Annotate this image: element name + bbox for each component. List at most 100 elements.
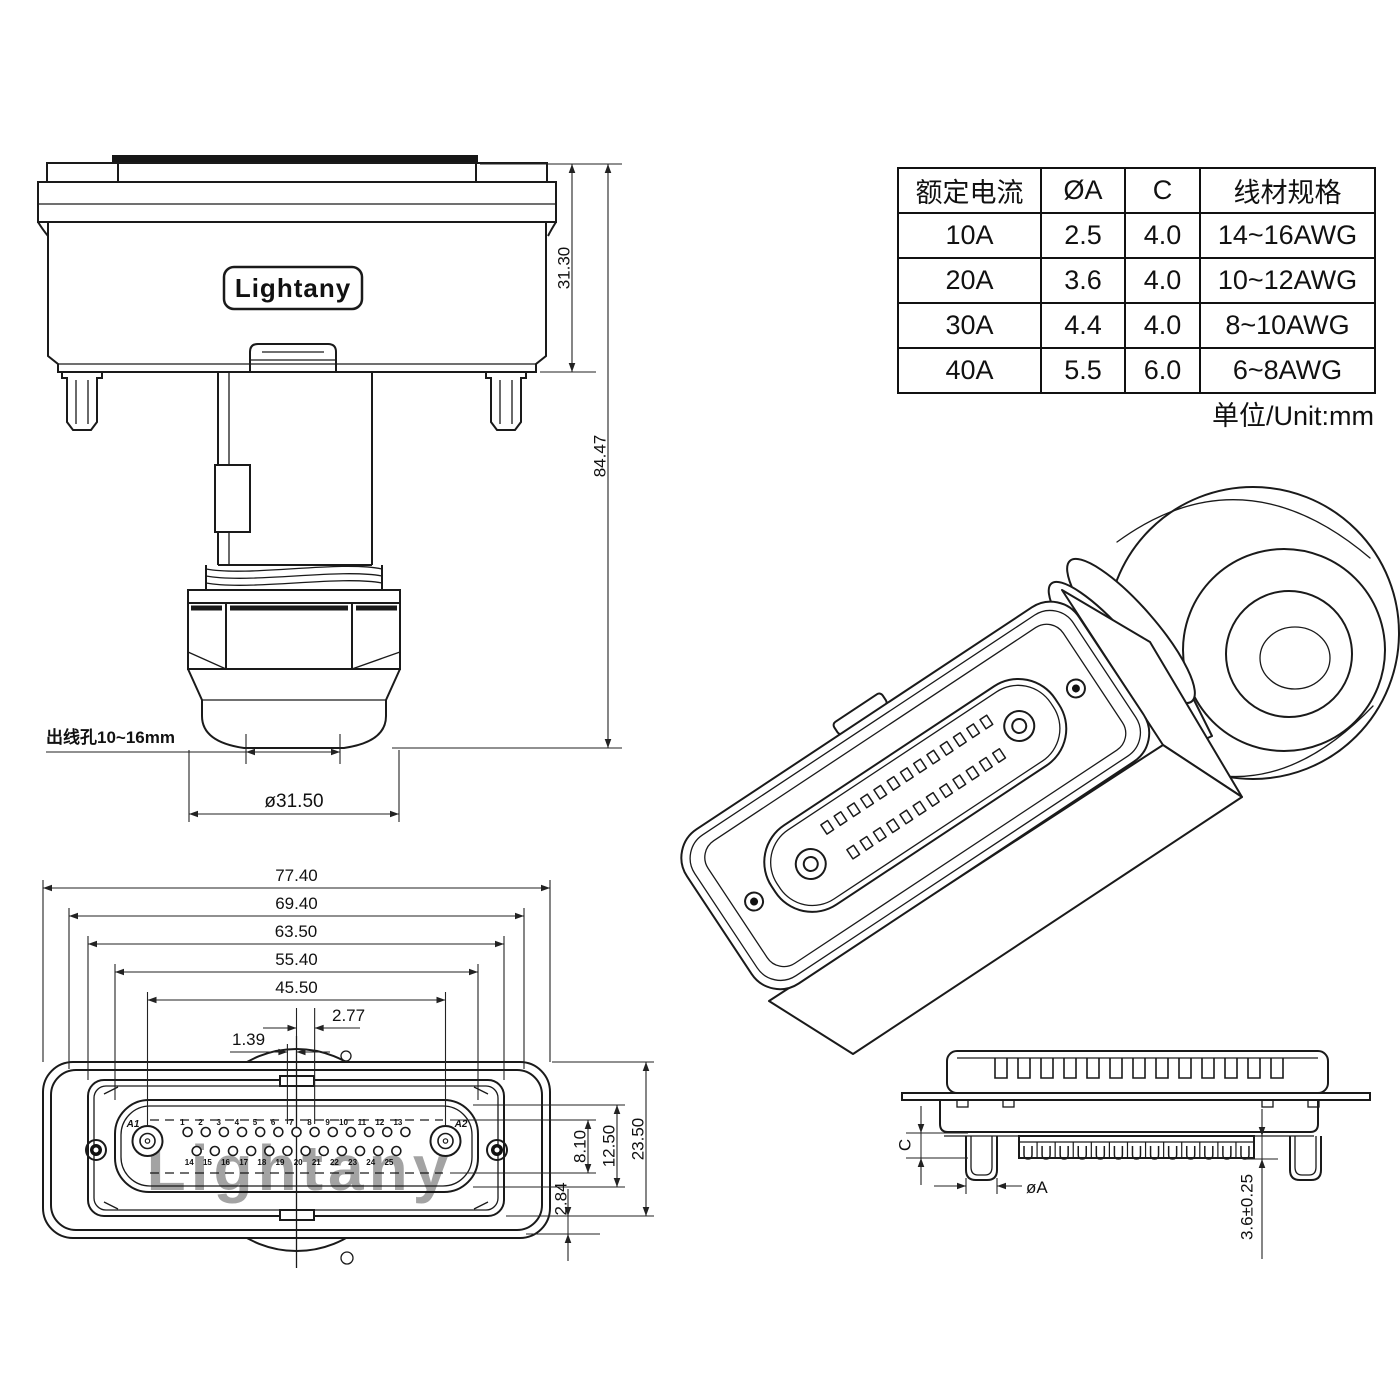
shell-slot xyxy=(1063,1058,1077,1079)
signal-pin xyxy=(372,1145,384,1157)
dimension-arrow xyxy=(564,1207,572,1216)
iso-pin xyxy=(952,731,967,748)
signal-pin xyxy=(191,1145,202,1157)
dimension-label: 45.50 xyxy=(275,978,318,997)
power-pin-center xyxy=(442,1138,449,1144)
dimension-label: øA xyxy=(1026,1178,1048,1197)
brand-logo-text: Lightany xyxy=(235,273,351,303)
dimension-arrow xyxy=(287,1024,297,1032)
pin-tail xyxy=(1240,1146,1250,1160)
dimension-label: 1.39 xyxy=(232,1030,265,1049)
iso-pin xyxy=(978,756,993,772)
unit-note: 单位/Unit:mm xyxy=(1212,401,1374,431)
dimension-label: 63.50 xyxy=(275,922,318,941)
signal-pin xyxy=(291,1126,302,1138)
pin-zone-dashed-lines xyxy=(150,1119,443,1174)
shell-slot xyxy=(994,1058,1008,1079)
iso-pin xyxy=(965,765,980,781)
pin-number: 23 xyxy=(348,1158,357,1167)
power-pin-inner xyxy=(437,1132,454,1150)
dimension-label: 69.40 xyxy=(275,894,318,913)
dimension-label: 8.10 xyxy=(571,1130,590,1163)
iso-pin xyxy=(846,802,861,818)
logo-plate xyxy=(222,265,364,311)
signal-pin xyxy=(300,1145,311,1157)
iso-pin xyxy=(991,747,1007,764)
power-pin xyxy=(131,1125,164,1157)
signal-pin xyxy=(309,1126,320,1138)
shell-slot xyxy=(1017,1058,1031,1079)
dimension-label: C xyxy=(896,1139,915,1151)
dimension-arrow xyxy=(469,968,478,976)
signal-pin xyxy=(336,1145,348,1157)
dimension-annotations: 77.4069.4063.5055.4045.50ø31.5031.3084.4… xyxy=(42,163,1278,1261)
signal-pin xyxy=(182,1126,193,1138)
pin-number: 14 xyxy=(185,1158,194,1167)
shell-slot xyxy=(1109,1058,1123,1079)
pin-tail xyxy=(1059,1146,1069,1160)
pin-number: 2 xyxy=(198,1118,203,1127)
dimension-label: 12.50 xyxy=(600,1125,619,1168)
mating-seal-strip xyxy=(112,155,478,163)
shell-slot xyxy=(1247,1058,1261,1079)
power-pin-label: A2 xyxy=(454,1119,468,1130)
stem-tab xyxy=(214,464,251,533)
shell-slot xyxy=(1040,1058,1054,1079)
solder-cup-right xyxy=(1289,1136,1322,1181)
signal-pin xyxy=(263,1145,275,1157)
shell-slot xyxy=(1132,1058,1146,1079)
section-view-drawing xyxy=(901,1050,1371,1181)
dimension-arrow xyxy=(584,1120,592,1129)
signal-pin xyxy=(200,1126,212,1138)
isometric-view xyxy=(680,486,1400,1055)
signal-pin xyxy=(381,1126,393,1138)
dimension-arrow xyxy=(613,1178,621,1187)
iso-pin xyxy=(938,783,954,799)
signal-pin xyxy=(354,1145,366,1157)
mount-hole-left xyxy=(85,1139,107,1161)
iso-pin xyxy=(873,784,888,800)
col-rated-current: 额定电流 xyxy=(897,167,1042,214)
iso-pin xyxy=(859,793,875,809)
power-pin xyxy=(429,1125,462,1157)
dimension-arrow xyxy=(564,1234,572,1243)
gland-flange xyxy=(187,589,401,604)
signal-pin xyxy=(327,1126,339,1138)
signal-pin xyxy=(273,1126,284,1138)
signal-pin xyxy=(282,1145,293,1157)
dimension-arrow xyxy=(246,748,255,756)
col-wire-gauge: 线材规格 xyxy=(1199,167,1376,214)
pin-tail xyxy=(1077,1146,1087,1160)
standoff-pin-left xyxy=(61,371,103,431)
pin-number: 21 xyxy=(312,1158,321,1167)
dimension-arrow xyxy=(314,1024,324,1032)
col-c: C xyxy=(1124,167,1201,214)
signal-pin xyxy=(391,1145,402,1157)
pin-number: 1 xyxy=(180,1118,185,1127)
pin-number: 24 xyxy=(366,1158,375,1167)
power-pin-inner xyxy=(139,1132,156,1150)
dimension-arrow xyxy=(642,1207,650,1216)
signal-pin xyxy=(363,1126,375,1138)
dimension-arrow xyxy=(390,810,399,818)
shell-slot xyxy=(1270,1058,1284,1079)
dimension-arrow xyxy=(69,912,78,920)
dimension-arrow xyxy=(1258,1159,1266,1168)
col-phi-a: ØA xyxy=(1040,167,1126,214)
flange xyxy=(901,1092,1371,1101)
power-pin-label: A1 xyxy=(126,1119,140,1130)
signal-pin xyxy=(227,1145,239,1157)
iso-pin xyxy=(846,844,861,860)
pin-tail xyxy=(1185,1146,1196,1160)
pin-tail xyxy=(1131,1146,1142,1160)
pin-number: 20 xyxy=(294,1158,303,1167)
pin-tail xyxy=(1149,1146,1160,1160)
dimension-arrow xyxy=(568,164,576,173)
table-header-row: 额定电流 ØA C 线材规格 xyxy=(897,167,1376,214)
